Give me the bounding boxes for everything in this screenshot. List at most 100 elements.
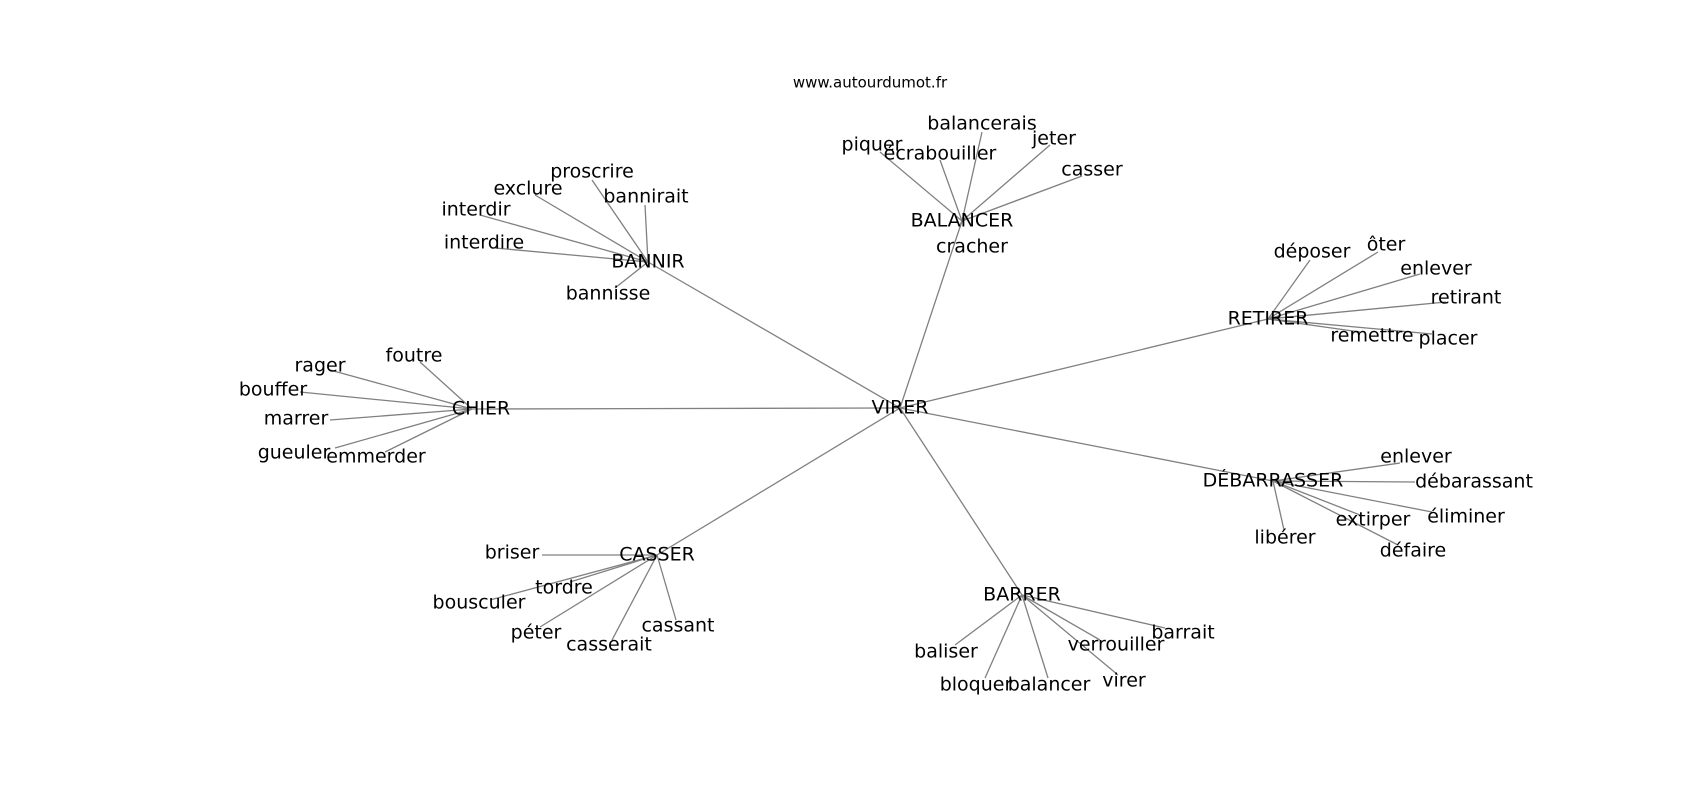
node-word-debarrasser-liberer: libérer — [1254, 527, 1315, 549]
source-label: www.autourdumot.fr — [793, 74, 948, 92]
node-word-balancer-ecrabouiller: écrabouiller — [884, 143, 997, 165]
edge-bannir-exclure — [534, 194, 649, 263]
edge-virer-debarrasser — [899, 407, 1274, 482]
node-word-retirer-deposer: déposer — [1274, 241, 1351, 263]
edge-casser-peter — [539, 554, 658, 628]
edge-chier-bouffer — [299, 391, 473, 410]
edge-casser-casserait — [611, 554, 658, 641]
node-word-retirer-oter: ôter — [1367, 234, 1406, 256]
edge-debarrasser-debarassant — [1272, 480, 1416, 483]
edge-debarrasser-extirper — [1272, 480, 1361, 516]
edge-barrer-barrait — [1021, 594, 1166, 629]
edge-bannir-bannirait — [644, 204, 649, 263]
node-word-debarrasser-extirper: extirper — [1336, 509, 1411, 531]
node-word-barrer-balancer: balancer — [1008, 674, 1091, 696]
edge-debarrasser-eliminer — [1272, 480, 1433, 513]
edge-debarrasser-liberer — [1272, 480, 1285, 531]
node-word-barrer-verrouiller: verrouiller — [1068, 634, 1165, 656]
edge-virer-balancer — [899, 220, 963, 409]
node-word-debarrasser-eliminer: éliminer — [1427, 506, 1505, 528]
edge-balancer-balancerais — [961, 131, 983, 222]
graph-edges — [299, 131, 1447, 679]
node-word-casser-peter: péter — [511, 622, 562, 644]
node-hub-casser: CASSER — [619, 544, 695, 566]
node-word-bannir-exclure: exclure — [493, 178, 562, 200]
edge-balancer-jeter — [961, 144, 1051, 222]
edge-chier-emmerder — [384, 408, 473, 453]
node-hub-barrer: BARRER — [983, 584, 1061, 606]
edge-chier-foutre — [419, 361, 473, 410]
node-word-bannir-bannisse: bannisse — [566, 283, 651, 305]
node-word-balancer-jeter: jeter — [1031, 128, 1076, 150]
edge-chier-marrer — [329, 408, 473, 421]
edge-barrer-verrouiller — [1021, 594, 1101, 641]
node-word-barrer-virer: virer — [1102, 670, 1146, 692]
node-hub-balancer: BALANCER — [911, 210, 1014, 232]
node-word-casser-briser: briser — [485, 542, 540, 564]
node-word-bannir-proscrire: proscrire — [550, 161, 634, 183]
edge-retirer-deposer — [1267, 259, 1311, 320]
edge-bannir-interdir — [479, 214, 649, 263]
node-hub-debarrasser: DÉBARRASSER — [1203, 469, 1344, 492]
edge-barrer-virer — [1021, 594, 1119, 676]
edge-virer-retirer — [899, 318, 1269, 409]
edge-retirer-placer — [1267, 318, 1433, 335]
node-word-balancer-cracher: cracher — [936, 236, 1008, 258]
node-word-barrer-baliser: baliser — [914, 641, 978, 663]
node-word-barrer-barrait: barrait — [1151, 622, 1214, 644]
node-word-balancer-balancerais: balancerais — [927, 113, 1036, 135]
node-word-retirer-retirant: retirant — [1431, 287, 1502, 309]
node-word-casser-casserait: casserait — [566, 634, 652, 656]
node-hub-retirer: RETIRER — [1228, 308, 1309, 330]
node-word-balancer-piquer: piquer — [842, 134, 903, 156]
node-word-debarrasser-debarassant: débarassant — [1415, 471, 1533, 493]
edge-virer-barrer — [899, 407, 1023, 596]
edge-barrer-baliser — [954, 594, 1023, 646]
edge-casser-bousculer — [489, 554, 658, 601]
edge-bannir-interdire — [494, 247, 649, 263]
node-word-casser-tordre: tordre — [535, 577, 593, 599]
node-word-debarrasser-enlever: enlever — [1380, 446, 1452, 468]
node-word-casser-cassant: cassant — [641, 615, 714, 637]
edge-virer-casser — [656, 407, 901, 556]
node-word-retirer-remettre: remettre — [1330, 325, 1413, 347]
node-word-bannir-interdir: interdir — [441, 199, 510, 221]
node-word-retirer-placer: placer — [1419, 328, 1478, 350]
edge-retirer-oter — [1267, 251, 1379, 320]
node-word-chier-gueuler: gueuler — [258, 442, 331, 464]
node-word-bannir-bannirait: bannirait — [603, 186, 688, 208]
edge-debarrasser-enlever — [1272, 462, 1401, 482]
edge-bannir-proscrire — [591, 179, 649, 263]
node-word-casser-bousculer: bousculer — [433, 592, 526, 614]
node-hub-chier: CHIER — [452, 398, 510, 420]
edge-balancer-casser — [961, 175, 1083, 222]
edge-virer-bannir — [647, 261, 901, 409]
edge-bannir-bannisse — [614, 261, 649, 289]
edge-retirer-enlever — [1267, 273, 1421, 320]
node-word-chier-rager: rager — [294, 355, 345, 377]
edge-chier-rager — [329, 369, 473, 410]
edge-chier-gueuler — [334, 408, 473, 449]
node-word-chier-foutre: foutre — [386, 345, 443, 367]
edge-retirer-remettre — [1267, 318, 1361, 333]
edge-debarrasser-defaire — [1272, 480, 1399, 546]
node-word-chier-bouffer: bouffer — [239, 379, 308, 401]
node-word-chier-emmerder: emmerder — [326, 446, 426, 468]
edge-retirer-retirant — [1267, 301, 1447, 320]
node-word-retirer-enlever: enlever — [1400, 258, 1472, 280]
node-word-chier-marrer: marrer — [264, 408, 329, 430]
edge-barrer-bloquer — [984, 594, 1023, 679]
edge-balancer-cracher — [959, 220, 963, 226]
node-word-barrer-bloquer: bloquer — [940, 674, 1013, 696]
node-word-debarrasser-defaire: défaire — [1380, 540, 1446, 562]
node-word-bannir-interdire: interdire — [444, 232, 524, 254]
edge-virer-chier — [471, 407, 901, 410]
edge-casser-cassant — [656, 554, 677, 621]
edge-balancer-ecrabouiller — [939, 159, 963, 222]
node-hub-bannir: BANNIR — [611, 251, 684, 273]
edge-balancer-piquer — [879, 151, 963, 222]
edge-barrer-balancer — [1021, 594, 1049, 679]
node-center-virer: VIRER — [871, 397, 928, 419]
